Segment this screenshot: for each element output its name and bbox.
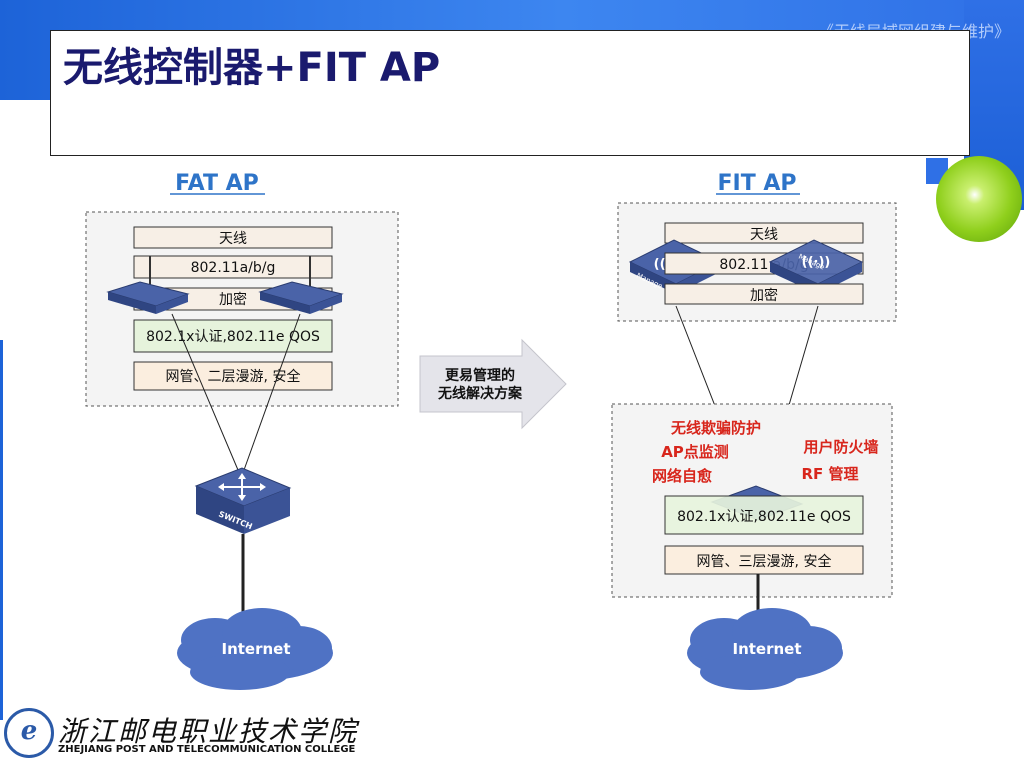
fit-layer-mgmt-label: 网管、三层漫游, 安全 [697, 553, 832, 570]
fat-ap-device-right [258, 256, 344, 314]
transition-arrow: 更易管理的 无线解决方案 [419, 338, 567, 430]
fit-layer-auth-label: 802.1x认证,802.11e QOS [677, 509, 851, 525]
fat-layer-encrypt-label: 加密 [219, 291, 247, 308]
green-ball-decoration [936, 156, 1022, 242]
fat-ap-device-left [106, 256, 190, 314]
fat-layer-antenna-label: 天线 [219, 231, 247, 247]
fat-layer-auth [133, 319, 333, 353]
arrow-text-line2: 无线解决方案 [437, 385, 523, 402]
fit-layer-mgmt [664, 545, 864, 575]
fit-ap-heading: FIT AP [717, 171, 796, 196]
left-edge-bar [0, 340, 3, 720]
feature-rf-management: RF 管理 [801, 465, 858, 483]
fat-ap-heading: FAT AP [175, 171, 259, 196]
slide-title: 无线控制器+FIT AP [63, 45, 441, 91]
fat-layer-mgmt [133, 361, 333, 391]
fat-layer-mgmt-label: 网管、二层漫游, 安全 [166, 368, 301, 385]
fat-layer-80211-label: 802.11a/b/g [191, 260, 276, 276]
internet-cloud-left: Internet [177, 608, 333, 690]
internet-label-right: Internet [732, 640, 801, 658]
feature-wireless-spoof-protection: 无线欺骗防护 [670, 419, 761, 437]
feature-user-firewall: 用户防火墙 [803, 438, 878, 456]
internet-label-left: Internet [221, 640, 290, 658]
internet-cloud-right: Internet [687, 608, 843, 690]
feature-ap-monitoring: AP点监测 [661, 443, 729, 461]
fat-layer-auth-label: 802.1x认证,802.11e QOS [146, 329, 320, 345]
fit-layer-antenna [664, 222, 864, 244]
fit-layer-encrypt-label: 加密 [750, 287, 778, 304]
arrow-text-line1: 更易管理的 [445, 367, 515, 384]
feature-self-healing: 网络自愈 [652, 467, 713, 485]
switch-device: SWITCH [194, 467, 292, 534]
college-logo: e [4, 708, 54, 758]
college-name-en: ZHEJIANG POST AND TELECOMMUNICATION COLL… [58, 744, 356, 755]
title-box: 无线控制器+FIT AP [50, 30, 970, 156]
fit-layer-auth [664, 495, 864, 535]
svg-text:((·)): ((·)) [802, 255, 831, 270]
college-name-cn: 浙江邮电职业技术学院 [58, 715, 359, 748]
fat-layer-antenna [133, 226, 333, 249]
fat-layer-80211 [133, 255, 333, 279]
fit-layer-encrypt [664, 283, 864, 305]
fit-layer-antenna-label: 天线 [750, 227, 778, 243]
